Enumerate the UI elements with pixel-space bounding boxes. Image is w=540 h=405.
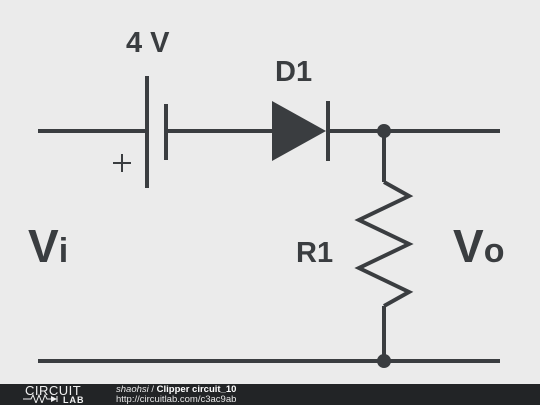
circuit-meta: shaohsi / Clipper circuit_10 http://circ… xyxy=(116,385,236,405)
author-link[interactable]: shaohsi xyxy=(116,384,149,395)
logo-wire-icon xyxy=(23,393,58,403)
input-voltage-label: Vi xyxy=(28,220,68,272)
resistor-zigzag xyxy=(354,180,414,308)
diode-triangle xyxy=(272,101,326,161)
battery-plus-sign xyxy=(113,154,131,172)
circuit-url-link[interactable]: http://circuitlab.com/c3ac9ab xyxy=(116,394,237,405)
output-voltage-label: Vo xyxy=(453,220,504,272)
junction-bottom xyxy=(377,354,391,368)
output-voltage-main: V xyxy=(453,220,484,272)
circuitlab-logo[interactable]: CIRCUIT LAB xyxy=(3,384,103,405)
resistor-label: R1 xyxy=(296,237,333,269)
meta-separator: / xyxy=(148,384,157,395)
battery-label: 4 V xyxy=(126,27,170,59)
footer-bar: CIRCUIT LAB shaohsi / Clipper circuit_10… xyxy=(0,384,540,405)
output-voltage-sub: o xyxy=(484,232,505,270)
circuit-schematic: 4 V D1 R1 Vi Vo xyxy=(28,27,504,368)
diode-label: D1 xyxy=(275,56,312,88)
circuit-title-link[interactable]: Clipper circuit_10 xyxy=(156,384,237,395)
input-voltage-main: V xyxy=(28,220,59,272)
logo-top-text: CIRCUIT xyxy=(25,383,82,398)
junction-top xyxy=(377,124,391,138)
logo-bottom-text: LAB xyxy=(63,395,85,405)
input-voltage-sub: i xyxy=(59,232,68,270)
